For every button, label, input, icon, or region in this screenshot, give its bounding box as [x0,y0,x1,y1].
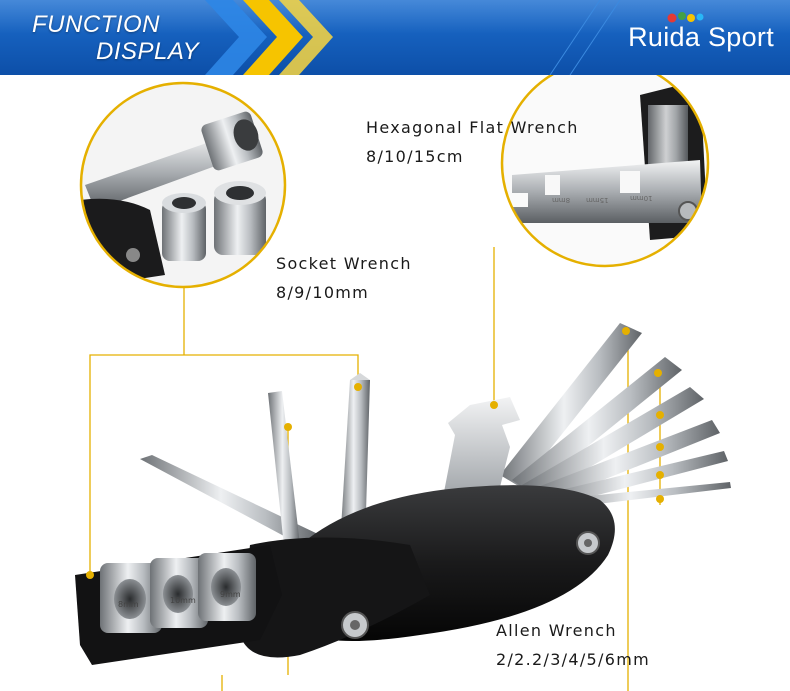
hex-wrench-sizes: 8/10/15cm [366,147,464,166]
hex-bit [340,380,370,545]
socket-mark-9mm: 9mm [220,590,241,599]
wrench-mark-8mm: 8mm [552,196,571,204]
socket-wrench-sizes: 8/9/10mm [276,283,370,302]
socket-wrench-label: Socket Wrench [276,254,412,273]
socket-mark-8mm: 8mm [118,600,139,609]
brand-logo: Ruida Sport [628,12,774,57]
allen-wrench-sizes: 2/2.2/3/4/5/6mm [496,650,650,669]
chevron-arrows-icon [205,0,333,75]
product-photo [75,75,731,691]
sockets [100,553,256,633]
phillips-bit [268,391,300,547]
brand-name: Ruida Sport [628,21,774,52]
banner-title-line2: DISPLAY [96,38,200,65]
socket-mark-10mm: 10mm [170,596,196,605]
banner-deco-lines [549,0,621,75]
callout-dots [86,327,664,579]
flat-wrench-closeup-callout [500,75,710,268]
socket-closeup-callout [79,81,287,289]
banner-title-line1: FUNCTION [32,11,160,38]
multi-tool [75,323,731,665]
header-banner: FUNCTION DISPLAY Ruida Sport [0,0,790,75]
wrench-mark-15mm: 15mm [586,196,609,204]
banner-gloss [0,0,790,34]
wrench-mark-10mm: 10mm [630,194,653,202]
brand-dots-icon [667,12,704,23]
allen-keys [500,323,731,509]
allen-wrench-label: Allen Wrench [496,621,617,640]
screwdriver-bit [140,455,320,551]
hex-wrench-label: Hexagonal Flat Wrench [366,118,579,137]
